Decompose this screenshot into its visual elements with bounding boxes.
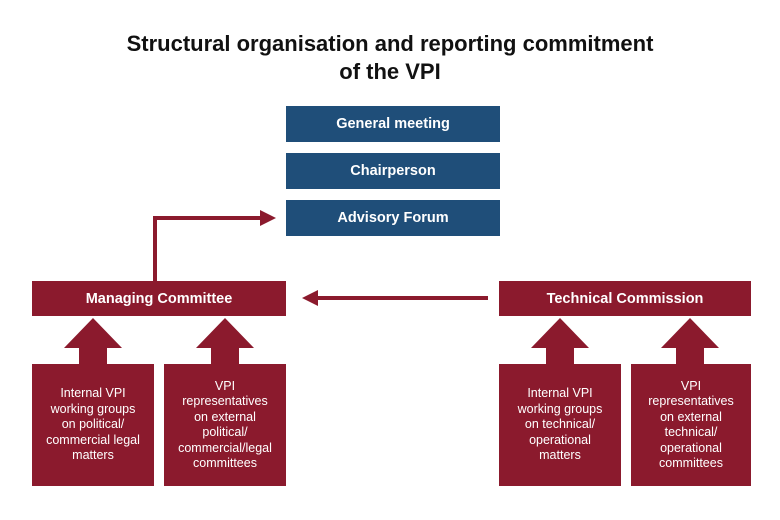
mc-sub2-line: committees — [193, 456, 257, 470]
general-meeting-label: General meeting — [336, 116, 450, 132]
advisory-forum-box: Advisory Forum — [286, 200, 500, 236]
diagram-title: Structural organisation and reporting co… — [0, 30, 780, 86]
up-arrow-mc-1 — [64, 318, 122, 364]
chairperson-box: Chairperson — [286, 153, 500, 189]
technical-commission-label: Technical Commission — [546, 290, 704, 307]
managing-committee-box: Managing Committee — [32, 281, 286, 316]
mc-sub1-line: Internal VPI — [60, 386, 126, 401]
tc-sub1-line: Internal VPI — [527, 386, 593, 401]
tc-sub2-line: on external — [660, 409, 722, 424]
tc-internal-working-groups-box: Internal VPI working groups on technical… — [499, 364, 621, 486]
arrowhead-advisory-forum — [260, 210, 276, 226]
tc-sub2-line: committees — [659, 456, 723, 470]
mc-sub1-line: matters — [72, 448, 114, 463]
tc-sub2-line: operational — [660, 440, 722, 455]
tc-sub1-line: matters — [539, 448, 581, 463]
tc-sub1-line: working groups — [517, 401, 603, 416]
mc-sub1-line: working groups — [50, 401, 136, 416]
tc-sub1-line: operational — [529, 432, 591, 447]
tc-external-representatives-box: VPI representatives on external technica… — [631, 364, 751, 486]
mc-sub2-line: commercial/legal — [178, 440, 272, 455]
technical-commission-box: Technical Commission — [499, 281, 751, 316]
mc-external-representatives-box: VPI representatives on external politica… — [164, 364, 286, 486]
up-arrow-tc-1 — [531, 318, 589, 364]
elbow-arrow-to-advisory-forum — [153, 216, 262, 282]
up-arrow-tc-2 — [661, 318, 719, 364]
mc-sub2-line: VPI — [214, 378, 236, 393]
tc-sub2-line: technical/ — [664, 425, 718, 439]
arrowhead-managing — [302, 290, 318, 306]
mc-sub2-line: representatives — [182, 394, 268, 408]
tc-sub2-line: representatives — [648, 394, 734, 408]
chairperson-label: Chairperson — [350, 163, 436, 179]
tc-sub2-line: VPI — [680, 378, 702, 393]
title-line-1: Structural organisation and reporting co… — [126, 31, 654, 56]
general-meeting-box: General meeting — [286, 106, 500, 142]
tc-sub1-line: on technical/ — [524, 417, 596, 432]
mc-internal-working-groups-box: Internal VPI working groups on political… — [32, 364, 154, 486]
managing-committee-label: Managing Committee — [85, 290, 233, 307]
mc-sub2-line: on external — [194, 409, 256, 424]
mc-sub2-line: political/ — [202, 425, 248, 439]
mc-sub1-line: commercial legal — [46, 432, 140, 447]
title-line-2: of the VPI — [339, 59, 441, 84]
mc-sub1-line: on political/ — [61, 417, 125, 432]
advisory-forum-label: Advisory Forum — [337, 210, 449, 226]
up-arrow-mc-2 — [196, 318, 254, 364]
